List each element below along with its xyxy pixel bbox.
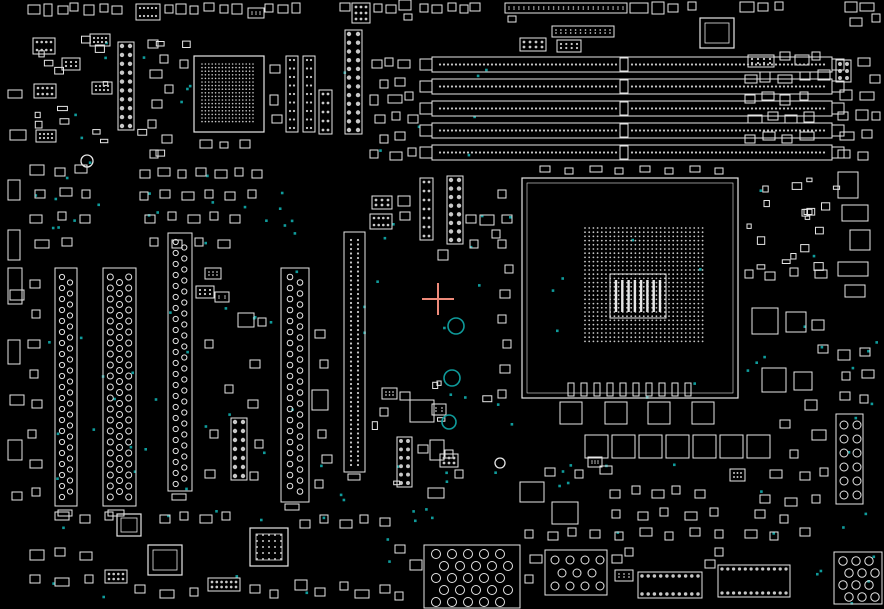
pin-headers[interactable] bbox=[32, 2, 852, 599]
small-components-scatter bbox=[34, 35, 841, 486]
cursor-crosshair bbox=[422, 283, 454, 315]
component-outlines[interactable] bbox=[7, 0, 881, 601]
ic-chips[interactable] bbox=[116, 17, 735, 576]
circle-connectors[interactable] bbox=[423, 413, 883, 609]
expansion-slots[interactable] bbox=[54, 231, 366, 507]
highlight-rings bbox=[441, 317, 465, 430]
bga-chip[interactable] bbox=[193, 55, 265, 133]
cpu-socket[interactable] bbox=[521, 177, 739, 399]
dimm-slots[interactable] bbox=[419, 56, 845, 161]
mount-holes bbox=[80, 154, 506, 469]
